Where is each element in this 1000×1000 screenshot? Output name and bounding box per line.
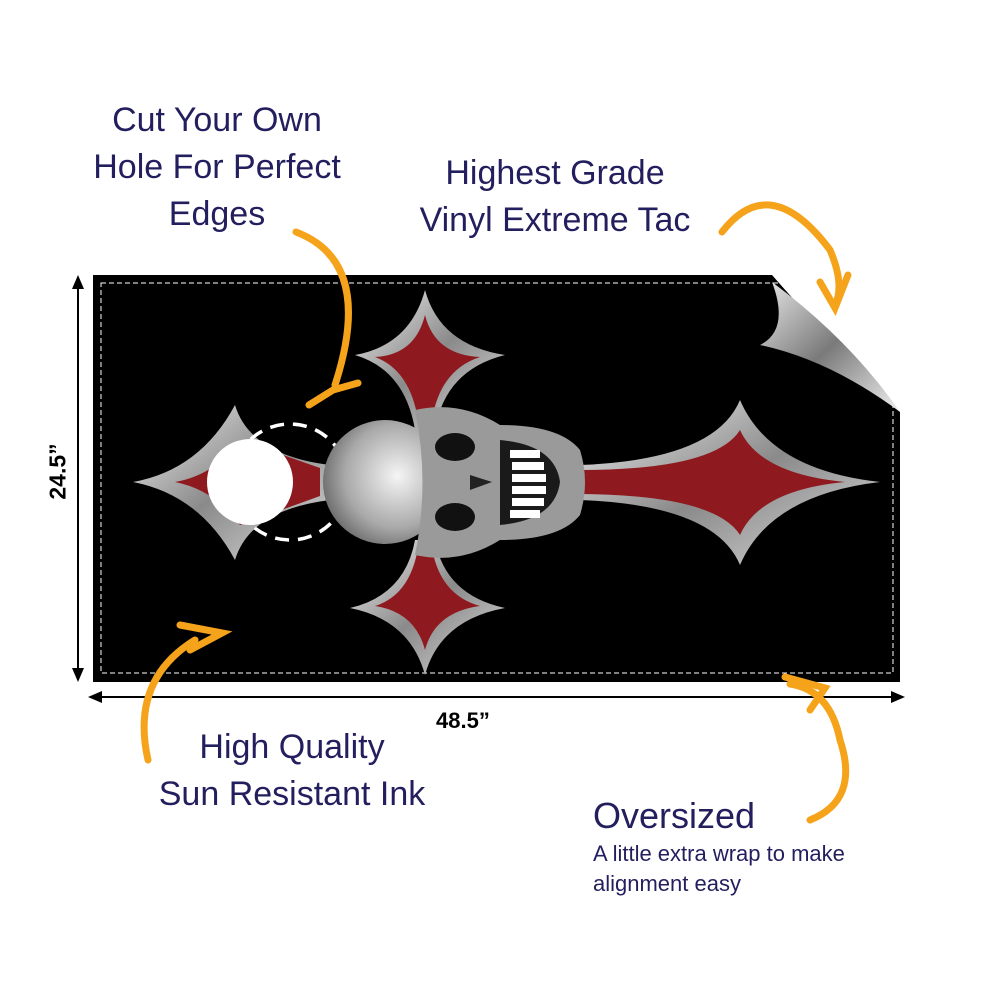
skull-nose: [470, 475, 492, 490]
callout-hole-line: Hole For Perfect: [93, 148, 341, 186]
arrow-vinyl-icon: [718, 201, 843, 309]
peeled-corner: [760, 282, 900, 412]
arrowhead-left-icon: [88, 691, 102, 703]
callout-ink-line: Sun Resistant Ink: [158, 775, 426, 813]
hole: [207, 439, 293, 525]
cross-arm-bottom-inlay: [375, 548, 480, 650]
tooth: [512, 486, 546, 494]
arrowhead-down-icon: [72, 668, 84, 682]
callout-oversized: Oversized A little extra wrap to make al…: [593, 792, 845, 899]
arrowhead-right-icon: [891, 691, 905, 703]
callout-arrows: [140, 201, 852, 824]
callout-hole: Cut Your Own Hole For Perfect Edges: [67, 97, 367, 238]
arrow-hole-icon: [292, 228, 352, 389]
skull-eye-socket: [435, 433, 475, 461]
callout-hole-line: Edges: [168, 195, 266, 233]
tooth: [510, 450, 540, 458]
skull-cranium: [323, 420, 447, 544]
oversized-title: Oversized: [593, 795, 756, 836]
height-dimension: 24.5”: [44, 443, 71, 500]
tooth: [512, 462, 544, 470]
cross-arm-right-inlay: [580, 430, 845, 535]
arrow-ink-head-icon: [176, 621, 233, 654]
tooth: [510, 510, 540, 518]
skull-teeth: [510, 450, 546, 518]
width-dimension: 48.5”: [436, 708, 490, 733]
callout-vinyl: Highest Grade Vinyl Extreme Tac: [395, 150, 715, 244]
tooth: [512, 474, 546, 482]
arrow-vinyl-head-icon: [816, 271, 852, 317]
arrow-oversized-head-icon: [781, 673, 831, 714]
bleed-line: [100, 282, 894, 674]
oversized-line: A little extra wrap to make: [593, 841, 845, 866]
dimension-lines: [72, 275, 905, 703]
callout-vinyl-line: Highest Grade: [445, 154, 665, 192]
skull-graphic: [323, 407, 585, 558]
callout-ink-line: High Quality: [199, 728, 385, 766]
cross-arm-top-inlay: [375, 315, 480, 420]
oversized-line: alignment easy: [593, 871, 741, 896]
arrow-ink-icon: [140, 636, 199, 764]
callout-hole-line: Cut Your Own: [112, 101, 322, 139]
arrowhead-up-icon: [72, 275, 84, 289]
arrow-hole-head-icon: [305, 379, 362, 409]
callout-vinyl-line: Vinyl Extreme Tac: [419, 201, 691, 239]
arrow-oversized-icon: [786, 680, 850, 824]
tooth: [512, 498, 544, 506]
skull-eye-socket: [435, 503, 475, 531]
callout-ink: High Quality Sun Resistant Ink: [132, 724, 452, 818]
